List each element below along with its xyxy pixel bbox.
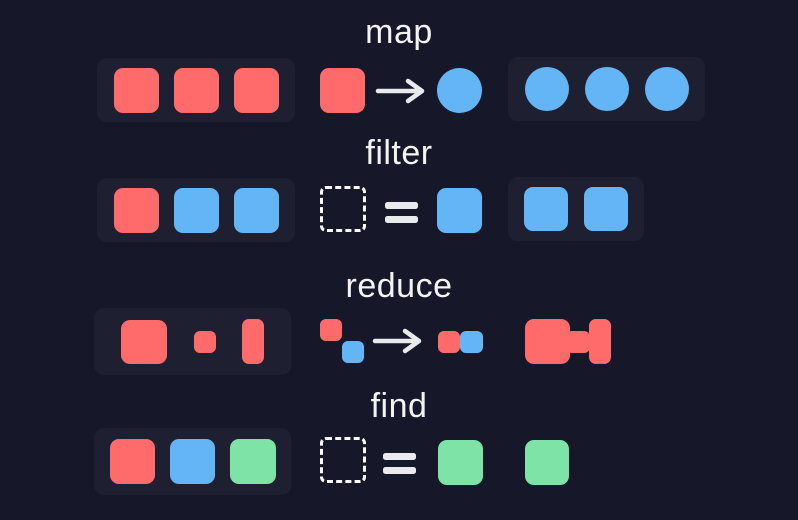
equals-icon (383, 453, 416, 474)
find-output-green-square (525, 440, 569, 485)
map-label: map (365, 13, 433, 51)
reduce-label: reduce (345, 267, 453, 305)
equals-bar-top (385, 202, 418, 209)
reduce-operand-pair (320, 319, 364, 363)
reduce-input-tray (94, 308, 291, 375)
blue-square (173, 187, 219, 233)
blue-circle (584, 67, 629, 111)
filter-result-blue-square (437, 188, 482, 233)
merged-big-square (525, 319, 570, 364)
red-square (173, 67, 219, 113)
merged-bridge-square (566, 331, 590, 353)
red-small-square (193, 330, 216, 353)
map-operand-red-square (320, 68, 365, 113)
red-square (109, 439, 155, 484)
reduce-merged-shape (525, 319, 611, 364)
find-input-tray (94, 428, 291, 495)
filter-label: filter (365, 134, 433, 172)
blue-square-sm (524, 187, 568, 231)
blue-square (233, 187, 279, 233)
equals-bar-top (383, 453, 416, 460)
filter-input-tray (97, 178, 295, 242)
map-output-tray (508, 57, 705, 121)
blue-mini-square (460, 331, 483, 353)
filter-output-tray (508, 177, 644, 241)
blue-mini-square (342, 341, 364, 363)
red-mini-square (438, 331, 460, 353)
map-input-tray (97, 58, 295, 122)
arrow-right-icon (372, 328, 422, 354)
find-result-green-square (438, 440, 483, 485)
find-label: find (370, 387, 428, 425)
red-tall-rect (242, 319, 265, 364)
red-square (113, 67, 159, 113)
merged-tall-rect (589, 319, 611, 364)
equals-bar-bottom (385, 216, 418, 223)
reduce-result-pair (438, 331, 483, 353)
arrow-right-icon (375, 78, 425, 104)
green-square (229, 439, 276, 484)
map-result-blue-circle (437, 68, 482, 113)
empty-dashed-square-icon (320, 186, 366, 232)
blue-square (169, 439, 215, 484)
blue-circle (644, 67, 689, 111)
red-mini-square (320, 319, 342, 341)
equals-icon (385, 202, 418, 223)
red-square (113, 187, 159, 233)
empty-dashed-square-icon (320, 437, 366, 483)
blue-square-sm (584, 187, 628, 231)
equals-bar-bottom (383, 467, 416, 474)
red-square (233, 67, 279, 113)
blue-circle (524, 67, 569, 111)
red-big-square (120, 319, 167, 364)
